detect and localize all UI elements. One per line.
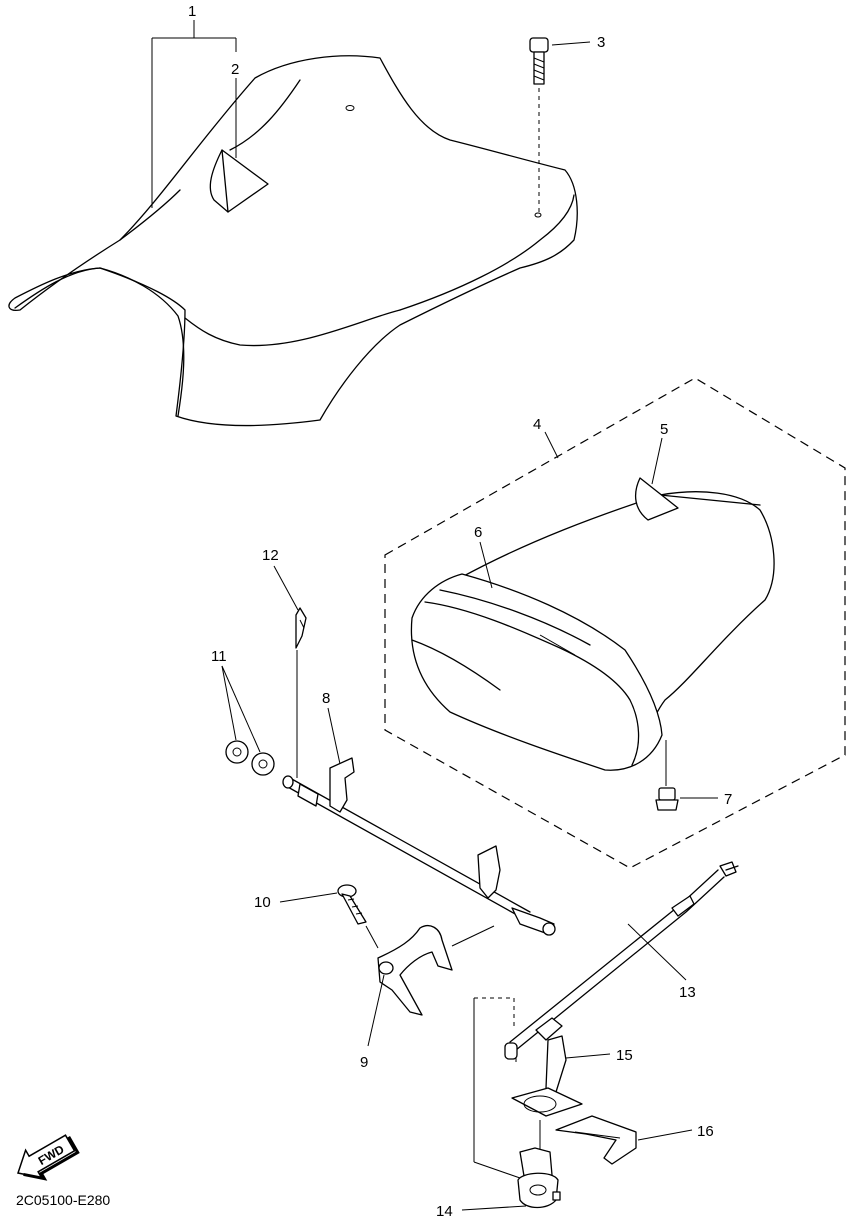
seat-lock-cable — [509, 861, 739, 1062]
callout-2: 2 — [231, 61, 239, 78]
callout-1: 1 — [188, 3, 196, 20]
callout-labels: 1 2 3 4 5 6 7 8 9 10 11 12 13 14 15 16 — [188, 3, 732, 1217]
cowl-assembly-boundary — [384, 377, 846, 869]
lock-pin — [504, 1042, 518, 1060]
callout-10: 10 — [254, 894, 271, 911]
seat — [8, 55, 578, 427]
seat-lock-cylinder — [473, 997, 561, 1209]
bolt — [529, 37, 549, 212]
grommet — [655, 740, 679, 811]
bracket — [377, 925, 495, 1016]
callout-16: 16 — [697, 1123, 714, 1140]
fwd-arrow-icon: FWD — [17, 1134, 80, 1181]
single-seat-cowl-assembly — [459, 491, 775, 761]
callout-3: 3 — [597, 34, 605, 51]
cotter-pin — [295, 607, 307, 778]
screw — [337, 884, 379, 949]
callout-7: 7 — [724, 791, 732, 808]
cowl-pad — [410, 573, 663, 771]
callout-8: 8 — [322, 690, 330, 707]
seat-emblem — [209, 149, 269, 213]
callout-11: 11 — [211, 648, 227, 665]
spacers — [225, 740, 275, 776]
callout-14: 14 — [436, 1203, 453, 1217]
diagram-code: 2C05100-E280 — [16, 1192, 110, 1208]
callout-4: 4 — [533, 416, 541, 433]
callout-9: 9 — [360, 1054, 368, 1071]
callout-15: 15 — [616, 1047, 633, 1064]
lock-plate — [511, 1035, 583, 1117]
cowl-emblem — [634, 477, 679, 521]
lock-stay — [555, 1115, 637, 1165]
callout-6: 6 — [474, 524, 482, 541]
callout-5: 5 — [660, 421, 668, 438]
seat-lock-rod — [282, 757, 556, 936]
callout-13: 13 — [679, 984, 696, 1001]
leader-lines — [151, 20, 718, 1211]
callout-12: 12 — [262, 547, 279, 564]
